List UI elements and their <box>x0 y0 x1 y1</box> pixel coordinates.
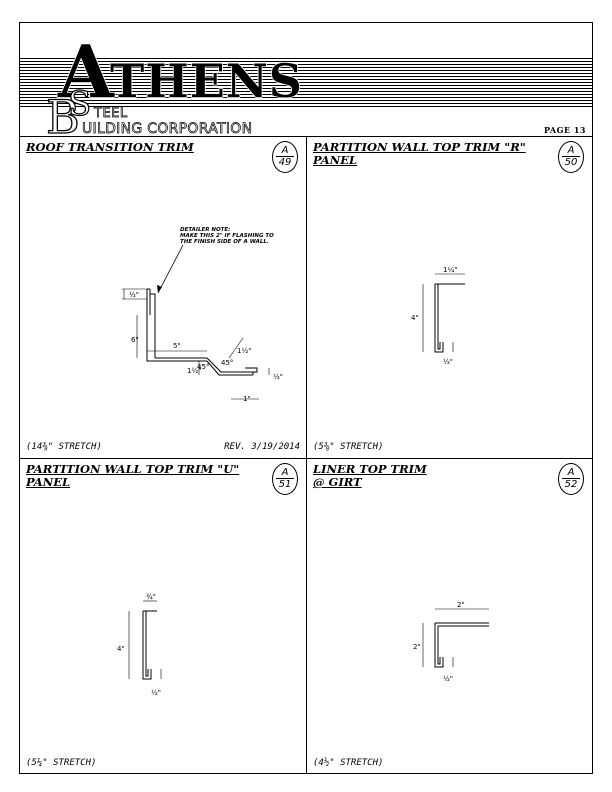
detail-badge: A 52 <box>558 463 584 495</box>
trim-drawing: 1¼" 4" ½" <box>411 266 465 366</box>
detail-badge: A 51 <box>272 463 298 495</box>
detail-badge: A 50 <box>558 141 584 173</box>
panel-title-line2: PANEL <box>313 153 358 167</box>
panel-title: ROOF TRANSITION TRIM <box>26 141 241 154</box>
detailer-note-line1: MAKE THIS 2" IF FLASHING TO <box>180 233 274 239</box>
panel-partition-wall-top-trim-u: PARTITION WALL TOP TRIM "U" PANEL A 51 ¾… <box>20 458 307 774</box>
dim-rise: 6" <box>131 336 139 344</box>
panel-liner-top-trim-girt: LINER TOP TRIM @ GIRT A 52 2" 2" ½" (4½"… <box>307 458 592 774</box>
page-frame: A THENS B S TEEL UILDING CORPORATION PAG… <box>19 22 593 774</box>
badge-letter: A <box>281 467 289 478</box>
page-number: PAGE 13 <box>544 125 586 135</box>
panel-title-line1: ROOF TRANSITION TRIM <box>26 140 194 154</box>
logo-name-rest: THENS <box>110 54 303 108</box>
dim-hem: ½" <box>129 291 139 299</box>
detailer-note-line2: THE FINISH SIDE OF A WALL. <box>180 239 269 245</box>
badge-divider <box>562 156 580 157</box>
panel-title-line1: LINER TOP TRIM <box>313 462 427 476</box>
panel-title-line1: PARTITION WALL TOP TRIM "R" <box>313 140 526 154</box>
panel-title: PARTITION WALL TOP TRIM "U" PANEL <box>26 463 241 489</box>
page-header: A THENS B S TEEL UILDING CORPORATION PAG… <box>20 23 592 145</box>
badge-number: 51 <box>278 479 292 490</box>
logo-steel: TEEL <box>93 106 128 121</box>
logo-building-corporation: UILDING CORPORATION <box>82 121 252 137</box>
logo-stripes <box>20 58 592 108</box>
badge-divider <box>276 156 294 157</box>
badge-divider <box>562 478 580 479</box>
logo-letter-b: B <box>46 90 80 144</box>
panel-title-line2: PANEL <box>26 475 71 489</box>
stretch-length: (4½" STRETCH) <box>313 758 384 768</box>
logo-big-a: A <box>57 29 115 114</box>
dim-hem: ½" <box>443 358 453 366</box>
badge-divider <box>276 478 294 479</box>
dim-top: 1¼" <box>443 266 457 274</box>
dim-run: 5" <box>173 342 181 350</box>
panel-title-line1: PARTITION WALL TOP TRIM "U" <box>26 462 240 476</box>
panel-partition-wall-top-trim-r: PARTITION WALL TOP TRIM "R" PANEL A 50 1… <box>307 137 592 458</box>
badge-letter: A <box>567 145 575 156</box>
logo-letter-s: S <box>68 84 91 124</box>
dim-step: 1½" <box>237 347 251 355</box>
badge-number: 49 <box>278 157 292 168</box>
panel-title: PARTITION WALL TOP TRIM "R" PANEL <box>313 141 528 167</box>
panel-title: LINER TOP TRIM @ GIRT <box>313 463 528 489</box>
trim-drawing: ¾" 4" ½" <box>117 593 162 697</box>
dim-offset: 1½" <box>187 367 201 375</box>
trim-drawing: 2" 2" ½" <box>413 601 489 683</box>
dim-height: 4" <box>411 314 419 322</box>
dim-tail-hem: ½" <box>273 373 283 381</box>
dim-height: 4" <box>117 645 125 653</box>
dim-hem: ½" <box>151 689 161 697</box>
dim-tail: 1" <box>243 395 251 403</box>
stretch-length: (5¼" STRETCH) <box>26 758 97 768</box>
dim-top: ¾" <box>146 593 156 601</box>
company-logo: A THENS B S TEEL UILDING CORPORATION <box>45 28 303 144</box>
header-rule <box>20 136 592 137</box>
revision-date: REV. 3/19/2014 <box>224 442 300 452</box>
stretch-length: (14⅜" STRETCH) <box>26 442 102 452</box>
panel-roof-transition-trim: ROOF TRANSITION TRIM A 49 DETAILER NOTE:… <box>20 137 307 458</box>
badge-number: 52 <box>564 479 578 490</box>
dim-angle-2: 45° <box>221 359 233 367</box>
detailer-note-title: DETAILER NOTE: <box>180 227 230 233</box>
trim-drawing: DETAILER NOTE: MAKE THIS 2" IF FLASHING … <box>122 227 283 403</box>
dim-angle-1: 45° <box>197 363 209 371</box>
panel-title-line2: @ GIRT <box>313 475 362 489</box>
dim-height: 2" <box>413 643 421 651</box>
badge-letter: A <box>281 145 289 156</box>
badge-letter: A <box>567 467 575 478</box>
stretch-length: (5⅜" STRETCH) <box>313 442 384 452</box>
badge-number: 50 <box>564 157 578 168</box>
dim-hem: ½" <box>443 675 453 683</box>
dim-top: 2" <box>457 601 465 609</box>
detail-badge: A 49 <box>272 141 298 173</box>
